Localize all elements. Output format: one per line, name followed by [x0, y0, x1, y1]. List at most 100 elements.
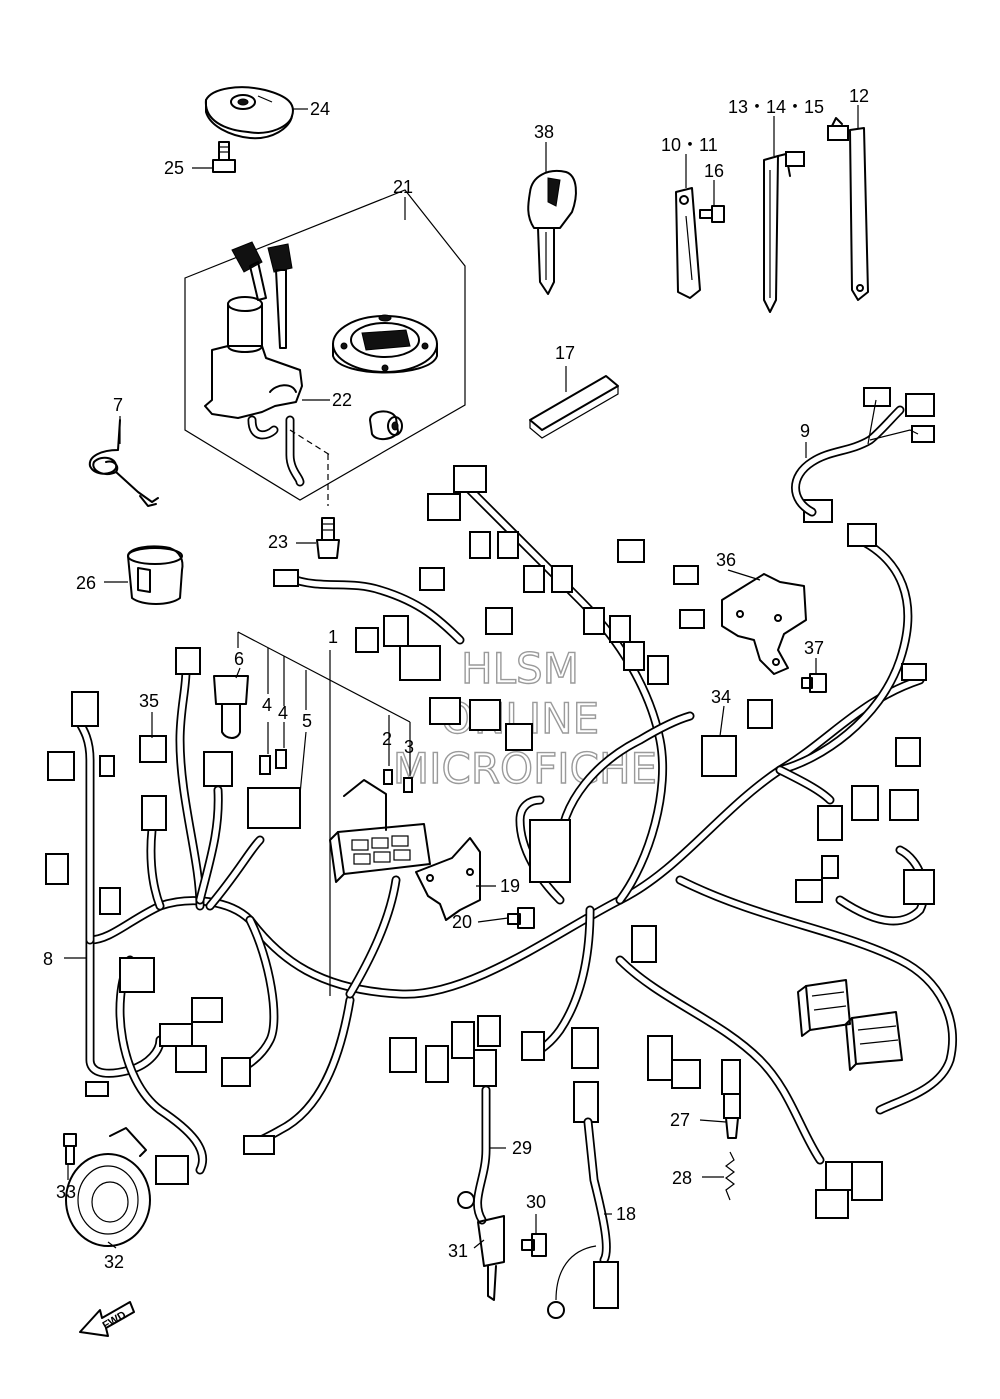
connector[interactable] [815, 1189, 849, 1219]
connector[interactable] [671, 1059, 701, 1089]
connector[interactable] [425, 1045, 449, 1083]
part-31-switch[interactable] [457, 1191, 505, 1301]
connector[interactable] [243, 1135, 275, 1155]
part-36-bracket[interactable] [721, 573, 807, 675]
part-7-spring[interactable] [88, 419, 159, 507]
part-35-relay[interactable] [139, 735, 167, 763]
connector[interactable] [469, 531, 491, 559]
connector[interactable] [623, 641, 645, 671]
part-37-screw[interactable] [801, 673, 827, 693]
connector[interactable] [427, 493, 461, 521]
part-13-14-15-strap[interactable] [763, 151, 805, 313]
connector[interactable] [99, 887, 121, 915]
fuse-box[interactable] [329, 779, 431, 883]
connector[interactable] [821, 855, 839, 879]
connector[interactable] [617, 539, 645, 563]
connector-block[interactable] [529, 819, 571, 883]
part-23-bolt[interactable] [316, 517, 340, 559]
part-12-strap[interactable] [827, 117, 869, 301]
connector[interactable] [863, 387, 891, 407]
connector[interactable] [505, 723, 533, 751]
connector[interactable] [45, 853, 69, 885]
connector[interactable] [71, 691, 99, 727]
connector[interactable] [647, 1035, 673, 1081]
part-32-horn[interactable] [65, 1127, 151, 1247]
connector[interactable] [647, 655, 669, 685]
connector[interactable] [911, 425, 935, 443]
connector[interactable] [523, 565, 545, 593]
fuel-tank-cap[interactable] [332, 314, 438, 374]
connector[interactable] [221, 1057, 251, 1087]
connector[interactable] [273, 569, 299, 587]
connector[interactable] [453, 465, 487, 493]
connector[interactable] [747, 699, 773, 729]
connector[interactable] [851, 785, 879, 821]
connector[interactable] [903, 869, 935, 905]
connector[interactable] [175, 1045, 207, 1073]
connector[interactable] [679, 609, 705, 629]
connector[interactable] [159, 1023, 193, 1047]
part-4-fuse[interactable] [259, 749, 287, 775]
connector[interactable] [571, 1027, 599, 1069]
part-16-screw[interactable] [699, 205, 725, 223]
connector[interactable] [497, 531, 519, 559]
connector[interactable] [247, 787, 301, 829]
part-27-sensor[interactable] [723, 1093, 741, 1139]
connector[interactable] [451, 1021, 475, 1059]
part-30-screw[interactable] [521, 1233, 547, 1257]
connector[interactable] [583, 607, 605, 635]
connector[interactable] [389, 1037, 417, 1073]
connector[interactable] [673, 565, 699, 585]
part-24-ignition-cover[interactable] [204, 86, 294, 140]
connector[interactable] [905, 393, 935, 417]
part-17-label-sticker[interactable] [529, 375, 619, 439]
connector[interactable] [889, 789, 919, 821]
connector[interactable] [485, 607, 513, 635]
connector[interactable] [473, 1049, 497, 1087]
connector[interactable] [609, 615, 631, 643]
connector[interactable] [551, 565, 573, 593]
part-3-fuse[interactable] [403, 777, 413, 793]
part-20-screw[interactable] [507, 907, 535, 929]
connector[interactable] [383, 615, 409, 647]
connector[interactable] [203, 751, 233, 787]
connector[interactable] [795, 879, 823, 903]
part-34-relay[interactable] [701, 735, 737, 777]
part-38-key[interactable] [527, 170, 577, 295]
connector[interactable] [847, 523, 877, 547]
part-29-cable[interactable] [473, 1085, 491, 1225]
connector[interactable] [191, 997, 223, 1023]
part-33-bolt[interactable] [63, 1133, 77, 1165]
part-28-spring[interactable] [725, 1151, 735, 1201]
connector[interactable] [119, 957, 155, 993]
part-2-fuse[interactable] [383, 769, 393, 785]
connector[interactable] [175, 647, 201, 675]
connector[interactable] [477, 1015, 501, 1047]
connector[interactable] [355, 627, 379, 653]
seat-lock-cylinder[interactable] [369, 410, 403, 440]
connector[interactable] [85, 1081, 109, 1097]
connector[interactable] [573, 1081, 599, 1123]
connector[interactable] [399, 645, 441, 681]
connector[interactable] [901, 663, 927, 681]
connector[interactable] [851, 1161, 883, 1201]
connector[interactable] [47, 751, 75, 781]
connector[interactable] [825, 1161, 855, 1191]
part-19-bracket[interactable] [415, 837, 481, 921]
part-18-cable[interactable] [547, 1117, 619, 1319]
part-6-cap[interactable] [213, 675, 249, 739]
part-22-ignition-switch[interactable] [204, 296, 331, 506]
connector[interactable] [817, 805, 843, 841]
part-10-11-clamp[interactable] [675, 187, 701, 299]
connector[interactable] [521, 1031, 545, 1061]
connector[interactable] [419, 567, 445, 591]
part-26-rubber-boot[interactable] [127, 545, 184, 605]
connector[interactable] [895, 737, 921, 767]
connector[interactable] [631, 925, 657, 963]
connector[interactable] [99, 755, 115, 777]
part-9-sub-harness[interactable] [791, 399, 919, 517]
connector[interactable] [469, 699, 501, 731]
part-25-screw[interactable] [212, 141, 236, 173]
connector[interactable] [141, 795, 167, 831]
connector[interactable] [721, 1059, 741, 1095]
